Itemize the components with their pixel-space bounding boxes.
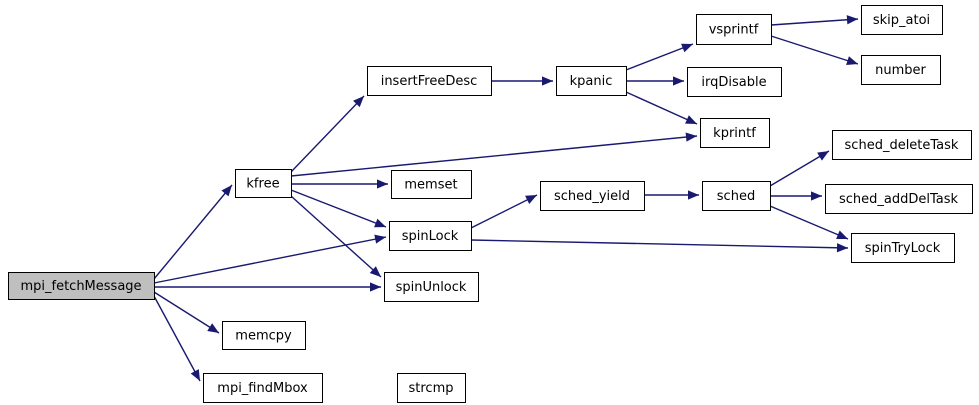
arrowhead-icon <box>836 230 848 239</box>
arrowhead-icon <box>846 56 858 66</box>
node-insertFreeDesc[interactable]: insertFreeDesc <box>367 66 492 96</box>
arrowhead-icon <box>688 190 699 200</box>
arrowhead-icon <box>374 234 386 244</box>
call-edge-sched-to-sched_deleteTask[interactable] <box>769 150 830 187</box>
arrowhead-icon <box>525 195 537 205</box>
arrowhead-icon <box>374 218 386 228</box>
call-edge-mpi_fetchMessage-to-spinLock[interactable] <box>153 234 387 284</box>
call-edge-kpanic-to-irqDisable[interactable] <box>626 76 684 86</box>
node-mpi_findMbox[interactable]: mpi_findMbox <box>203 373 323 403</box>
node-number[interactable]: number <box>861 55 941 85</box>
call-edge-kpanic-to-kprintf[interactable] <box>625 91 698 125</box>
node-spinLock[interactable]: spinLock <box>389 221 472 251</box>
call-edge-vsprintf-to-skip_atoi[interactable] <box>770 15 859 26</box>
node-box-spinLock[interactable] <box>389 221 472 251</box>
call-edge-mpi_fetchMessage-to-spinUnlock[interactable] <box>154 282 381 292</box>
call-edge-kfree-to-insertFreeDesc[interactable] <box>290 95 365 173</box>
node-box-mpi_fetchMessage[interactable] <box>8 272 155 300</box>
arrowhead-icon <box>685 132 697 142</box>
node-sched[interactable]: sched <box>702 181 771 211</box>
node-layer: mpi_fetchMessage kfree memcpy mpi_findMbox i… <box>8 5 973 403</box>
arrowhead-icon <box>369 266 381 277</box>
call-edge-spinLock-to-spinTryLock[interactable] <box>470 239 849 253</box>
arrowhead-icon <box>542 76 553 86</box>
node-box-sched_yield[interactable] <box>540 181 645 211</box>
node-box-mpi_findMbox[interactable] <box>203 373 323 403</box>
call-edge-mpi_fetchMessage-to-mpi_findMbox[interactable] <box>153 295 201 382</box>
node-box-irqDisable[interactable] <box>687 67 782 97</box>
node-mpi_fetchMessage[interactable]: mpi_fetchMessage <box>8 272 155 300</box>
call-edge-mpi_fetchMessage-to-kfree[interactable] <box>153 184 233 280</box>
call-edge-sched_yield-to-sched[interactable] <box>644 190 699 200</box>
node-spinTryLock[interactable]: spinTryLock <box>851 233 955 263</box>
node-box-number[interactable] <box>861 55 941 85</box>
call-edge-kfree-to-memset[interactable] <box>291 179 388 189</box>
node-kpanic[interactable]: kpanic <box>556 66 627 96</box>
node-box-spinUnlock[interactable] <box>384 272 479 302</box>
node-irqDisable[interactable]: irqDisable <box>687 67 782 97</box>
node-box-kpanic[interactable] <box>556 66 627 96</box>
node-box-strcmp[interactable] <box>397 373 466 403</box>
node-box-sched_deleteTask[interactable] <box>832 130 972 160</box>
node-strcmp[interactable]: strcmp <box>397 373 466 403</box>
node-memcpy[interactable]: memcpy <box>222 321 306 350</box>
node-box-memcpy[interactable] <box>222 321 306 350</box>
call-edge-insertFreeDesc-to-kpanic[interactable] <box>491 76 553 86</box>
node-skip_atoi[interactable]: skip_atoi <box>861 5 943 35</box>
node-sched_yield[interactable]: sched_yield <box>540 181 645 211</box>
node-box-memset[interactable] <box>391 170 472 199</box>
node-memset[interactable]: memset <box>391 170 472 199</box>
node-box-skip_atoi[interactable] <box>861 5 943 35</box>
edge-layer <box>153 15 859 382</box>
call-edge-kfree-to-kprintf[interactable] <box>290 132 698 177</box>
node-spinUnlock[interactable]: spinUnlock <box>384 272 479 302</box>
arrowhead-icon <box>685 115 697 124</box>
arrowhead-icon <box>681 43 693 53</box>
call-edge-mpi_fetchMessage-to-memcpy[interactable] <box>153 291 220 334</box>
call-edge-vsprintf-to-number[interactable] <box>770 35 859 66</box>
node-kprintf[interactable]: kprintf <box>700 118 770 148</box>
call-edge-sched-to-sched_addDelTask[interactable] <box>770 191 822 201</box>
node-box-sched_addDelTask[interactable] <box>825 184 973 214</box>
arrowhead-icon <box>673 76 684 86</box>
arrowhead-icon <box>836 243 848 253</box>
arrowhead-icon <box>190 369 200 381</box>
arrowhead-icon <box>370 282 381 292</box>
arrowhead-icon <box>221 185 232 197</box>
node-sched_deleteTask[interactable]: sched_deleteTask <box>832 130 972 160</box>
node-box-kfree[interactable] <box>235 169 292 198</box>
arrowhead-icon <box>811 191 822 201</box>
node-box-sched[interactable] <box>702 181 771 211</box>
call-edge-spinLock-to-sched_yield[interactable] <box>470 194 538 229</box>
node-vsprintf[interactable]: vsprintf <box>696 14 772 45</box>
call-edge-kfree-to-spinUnlock[interactable] <box>290 195 382 278</box>
arrowhead-icon <box>846 15 858 25</box>
node-kfree[interactable]: kfree <box>235 169 292 198</box>
node-sched_addDelTask[interactable]: sched_addDelTask <box>825 184 973 214</box>
call-edge-sched-to-spinTryLock[interactable] <box>769 205 849 240</box>
call-edge-kfree-to-spinLock[interactable] <box>290 189 387 228</box>
node-box-insertFreeDesc[interactable] <box>367 66 492 96</box>
arrowhead-icon <box>817 151 829 161</box>
arrowhead-icon <box>377 179 388 189</box>
arrowhead-icon <box>207 323 219 333</box>
call-edge-kpanic-to-vsprintf[interactable] <box>625 43 694 71</box>
node-box-spinTryLock[interactable] <box>851 233 955 263</box>
arrowhead-icon <box>353 96 364 108</box>
node-box-kprintf[interactable] <box>700 118 770 148</box>
node-box-vsprintf[interactable] <box>696 14 772 45</box>
